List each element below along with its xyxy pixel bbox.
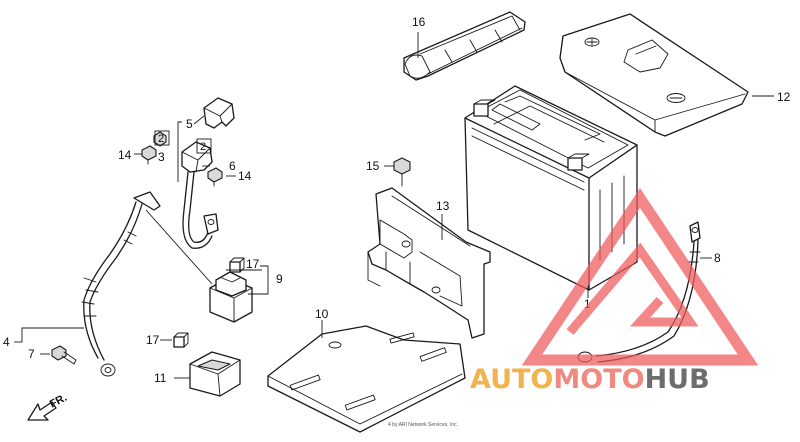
rubber-holder-11 [189, 351, 241, 397]
callout-4: 4 [3, 335, 10, 349]
bolt-14-left [141, 145, 157, 165]
callout-2-right: 2 [200, 141, 206, 153]
callout-14-right: 14 [238, 169, 252, 183]
callout-15: 15 [366, 159, 380, 173]
battery-band [403, 11, 526, 81]
callout-16: 16 [412, 15, 426, 29]
callout-14-left: 14 [118, 148, 132, 162]
watermark-text-auto: AUTO [470, 364, 553, 395]
terminal-cover-6 [181, 141, 213, 173]
battery-mat [267, 325, 466, 433]
nut-3 [153, 131, 167, 147]
callout-5: 5 [186, 117, 193, 131]
bolt-7 [51, 345, 77, 365]
callout-7: 7 [28, 347, 35, 361]
watermark-text: AUTOMOTOHUB [470, 364, 710, 395]
positive-cable [81, 191, 161, 377]
watermark-logo [521, 188, 759, 366]
callout-10: 10 [315, 307, 329, 321]
callout-1: 1 [584, 297, 591, 311]
callout-box-2-left [154, 130, 170, 146]
watermark-inner-mark [566, 242, 699, 335]
callout-11: 11 [154, 371, 167, 385]
callout-17-top: 17 [246, 257, 260, 271]
callout-3: 3 [158, 150, 165, 164]
callout-9: 9 [276, 272, 283, 286]
watermark-triangle [521, 188, 759, 366]
callout-17-bottom: 17 [146, 333, 160, 347]
bolt-14-right [207, 167, 223, 187]
callout-box-2-right [196, 138, 212, 154]
fuse-17-top [229, 257, 245, 273]
leader-lines [14, 32, 774, 379]
front-direction-label: FR. [48, 392, 69, 411]
copyright-text: 4 by ARI Network Services, Inc. [388, 422, 458, 428]
bolt-15 [393, 157, 411, 187]
watermark-text-moto: MOTO [553, 364, 644, 395]
callout-12: 12 [777, 90, 791, 104]
fuse-17-bottom [173, 332, 189, 348]
battery-cover [559, 13, 749, 137]
starter-cable [182, 171, 219, 249]
front-direction-arrow: FR. [27, 392, 69, 421]
battery [464, 85, 638, 291]
callout-13: 13 [436, 199, 450, 213]
callout-6: 6 [229, 159, 236, 173]
battery-stay [367, 187, 491, 339]
terminal-cover-5 [203, 97, 235, 129]
callout-8: 8 [714, 251, 721, 265]
starter-relay [209, 271, 253, 323]
callout-2-left: 2 [158, 133, 164, 145]
watermark-text-hub: HUB [645, 364, 710, 395]
